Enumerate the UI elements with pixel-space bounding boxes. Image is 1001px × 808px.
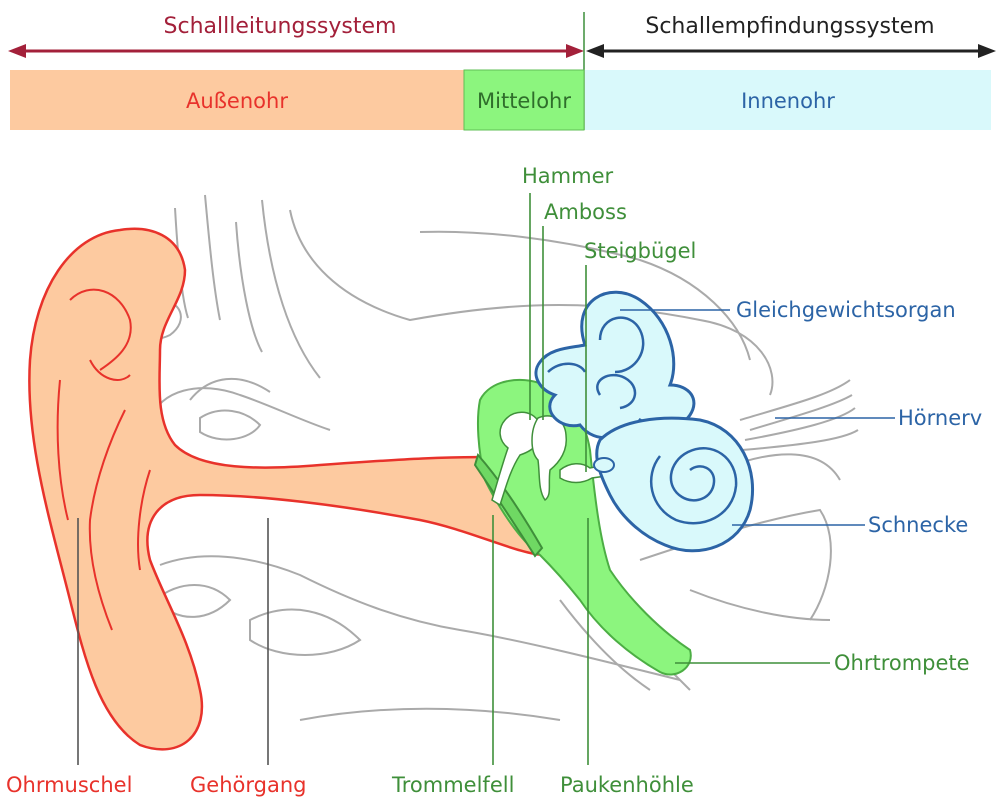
ohrmuschel-shape	[29, 229, 548, 750]
schnecke-label: Schnecke	[868, 513, 968, 537]
amboss-label: Amboss	[544, 200, 627, 224]
gleichgewichtsorgan-label: Gleichgewichtsorgan	[736, 298, 956, 322]
header-zones: Außenohr Mittelohr Innenohr	[10, 70, 991, 130]
trommelfell-label: Trommelfell	[391, 773, 514, 797]
zone-aussenohr-label: Außenohr	[186, 89, 288, 113]
schallleitung-arrowhead-right	[566, 44, 584, 58]
ohrtrompete-label: Ohrtrompete	[834, 651, 970, 675]
zone-mittelohr-label: Mittelohr	[477, 89, 571, 113]
schallleitungssystem-label: Schallleitungssystem	[164, 14, 397, 39]
outer-ear	[29, 229, 548, 750]
schallempfindungssystem-label: Schallempfindungssystem	[645, 14, 934, 39]
schallleitung-arrowhead-left	[8, 44, 26, 58]
schallempfindung-arrowhead-left	[586, 44, 604, 58]
gehoergang-label: Gehörgang	[190, 773, 306, 797]
schallempfindung-arrowhead-right	[978, 44, 996, 58]
hoernerv-label: Hörnerv	[898, 406, 982, 430]
paukenhoehle-label: Paukenhöhle	[560, 773, 694, 797]
zone-innenohr-label: Innenohr	[741, 89, 835, 113]
steigbuegel-label: Steigbügel	[584, 239, 696, 263]
schnecke-shape	[597, 418, 753, 551]
hammer-label: Hammer	[522, 164, 613, 188]
ohrmuschel-label: Ohrmuschel	[6, 773, 132, 797]
